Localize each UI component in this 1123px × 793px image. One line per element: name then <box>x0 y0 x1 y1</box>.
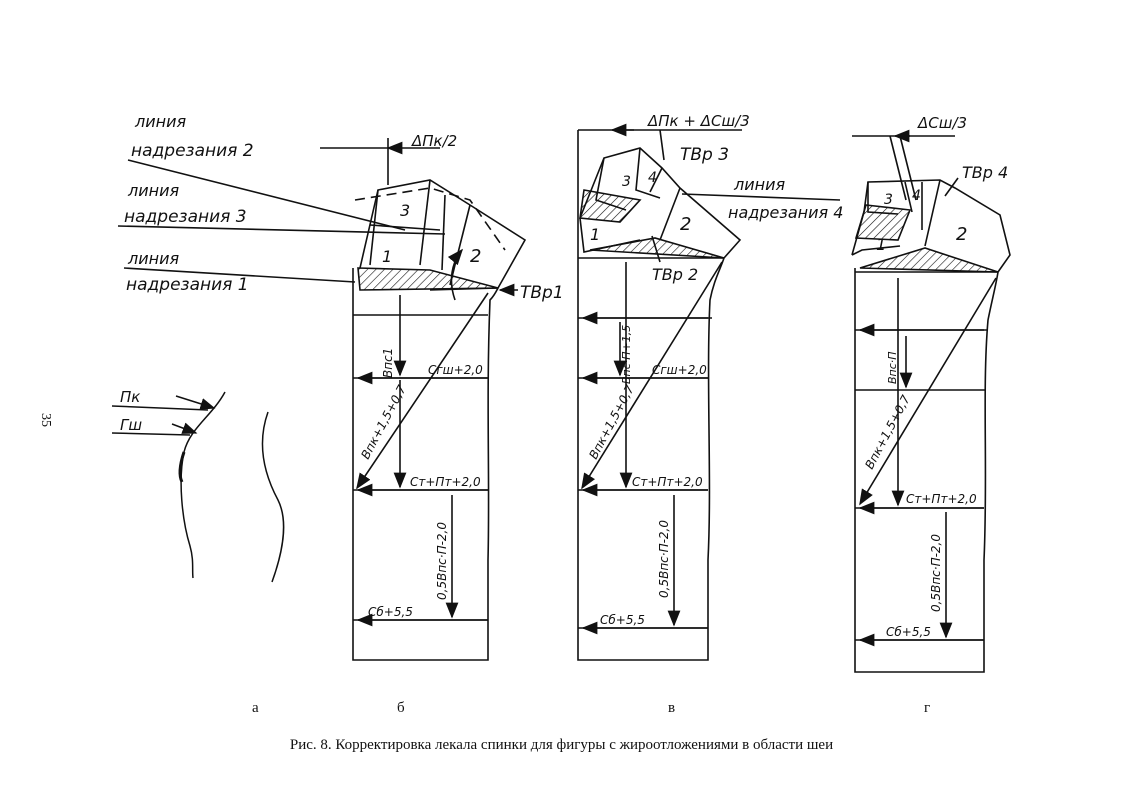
dim-diag-v: Впк+1,5+0,7 <box>586 382 637 461</box>
piece-2-g: 2 <box>956 224 967 245</box>
delta-top-g: ΔСш/3 <box>917 114 967 132</box>
piece-2-b: 2 <box>470 246 481 267</box>
neck-curve <box>180 391 226 579</box>
dim-hip-v: Сб+5,5 <box>600 613 645 627</box>
piece-2-v: 2 <box>680 214 691 235</box>
dim-low-v: 0,5Впс·П-2,0 <box>657 520 671 598</box>
panel-a-profile <box>111 391 285 583</box>
label-gsh: Гш <box>120 416 142 434</box>
panel-letter-a: а <box>252 700 259 716</box>
dim-hip-b: Сб+5,5 <box>368 605 413 619</box>
panel-v-pattern <box>577 123 841 661</box>
piece-3-b: 3 <box>400 201 410 220</box>
cut-line-4-text: надрезания 4 <box>728 203 843 222</box>
piece-4-g: 4 <box>912 188 921 204</box>
panel-b-pattern <box>117 138 527 661</box>
piece-4-v: 4 <box>648 170 657 186</box>
dim-vert1-g: Впс·П <box>886 351 899 384</box>
dim-diag-g: Впк+1,5+0,7 <box>862 392 913 471</box>
panel-v-labels: ΔПк + ΔСш/3 ТВр 3 ТВр 2 линия надрезания… <box>586 112 843 627</box>
piece-3-v: 3 <box>622 174 631 190</box>
piece-1-b: 1 <box>382 247 392 266</box>
body-curve <box>261 411 285 583</box>
tvr1-label: ТВр1 <box>520 283 564 303</box>
cut-line-2-title: линия <box>134 112 186 131</box>
dim-waist-b: Ст+Пт+2,0 <box>410 475 481 489</box>
dim-waist-g: Ст+Пт+2,0 <box>906 492 977 506</box>
dim-vert1-b: Впс1 <box>381 348 395 378</box>
cut-line-1-text: надрезания 1 <box>126 275 249 295</box>
dim-low-g: 0,5Впс·П-2,0 <box>929 534 943 612</box>
dim-chest-b: Сгш+2,0 <box>428 363 483 377</box>
panel-g-pattern <box>851 129 1011 673</box>
dim-vert1-v: Впс·П+1,5 <box>620 325 633 384</box>
tvr3-label: ТВр 3 <box>680 145 729 165</box>
tvr2-label: ТВр 2 <box>652 265 698 284</box>
panel-letter-g: г <box>924 700 931 716</box>
dim-chest-v: Сгш+2,0 <box>652 363 707 377</box>
cut-line-1-title: линия <box>127 249 179 268</box>
cut-line-4-title: линия <box>733 175 785 194</box>
dim-hip-g: Сб+5,5 <box>886 625 931 639</box>
dim-waist-v: Ст+Пт+2,0 <box>632 475 703 489</box>
piece-3-g: 3 <box>884 192 893 208</box>
panel-letter-v: в <box>668 700 676 716</box>
panel-b-labels: линия надрезания 2 линия надрезания 3 ли… <box>124 112 564 619</box>
delta-top-b: ΔПк/2 <box>411 132 457 150</box>
piece-1-g: 1 <box>876 235 886 254</box>
figure-caption: Рис. 8. Корректировка лекала спинки для … <box>289 737 834 753</box>
cut-line-2-text: надрезания 2 <box>131 141 254 161</box>
tvr4-label: ТВр 4 <box>962 163 1008 182</box>
panel-letter-b: б <box>397 700 405 716</box>
cut-line-3-text: надрезания 3 <box>124 207 247 227</box>
dim-low-b: 0,5Впс·П-2,0 <box>435 522 449 600</box>
label-pk: Пк <box>120 388 140 406</box>
delta-top-v: ΔПк + ΔСш/3 <box>647 112 750 130</box>
cut-line-3-title: линия <box>127 181 179 200</box>
piece-1-v: 1 <box>590 225 600 244</box>
